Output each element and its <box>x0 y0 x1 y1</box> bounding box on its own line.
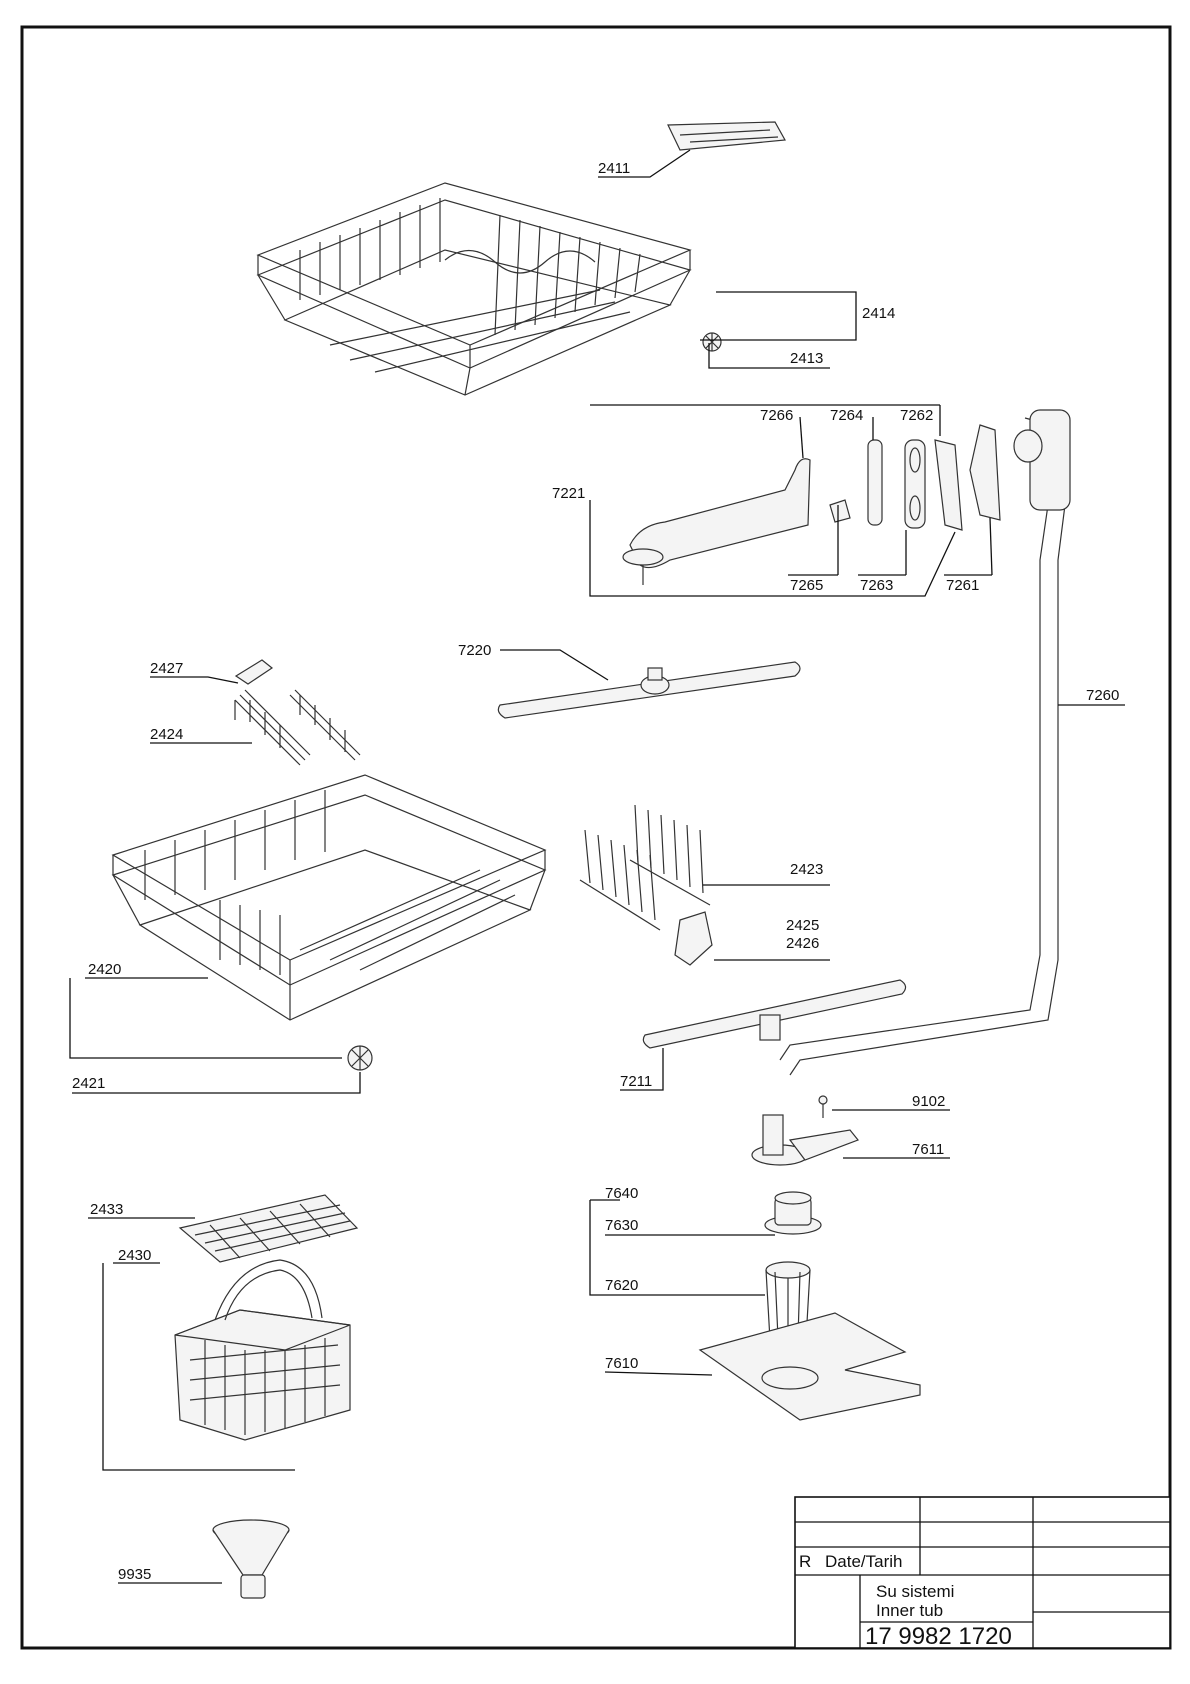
label-7260: 7260 <box>1086 687 1119 704</box>
part-2425-2426-clip <box>674 911 713 966</box>
drawing-number: 17 9982 1720 <box>865 1623 1012 1650</box>
part-7211-spray-arm <box>642 979 907 1049</box>
leader-lines <box>69 149 1125 1584</box>
label-7262: 7262 <box>900 407 933 424</box>
label-2411: 2411 <box>598 160 630 177</box>
part-2424-tine-rows <box>234 689 361 766</box>
part-2411-illustration <box>667 121 786 151</box>
upper-spray-arm-illustration <box>622 424 1001 585</box>
drawing-border <box>20 25 1172 1650</box>
part-2433-basket-lid <box>178 1194 359 1263</box>
label-9102: 9102 <box>912 1093 945 1110</box>
part-7611-sump <box>751 1114 859 1166</box>
label-2420: 2420 <box>88 961 121 978</box>
label-2423: 2423 <box>790 861 823 878</box>
label-7265: 7265 <box>790 577 823 594</box>
label-2414: 2414 <box>862 305 895 322</box>
part-number-labels: 2411 2414 2413 7266 7264 7262 7221 7265 … <box>72 160 1119 1583</box>
title-english: Inner tub <box>876 1601 943 1620</box>
label-9935: 9935 <box>118 1566 151 1583</box>
title-block: R Date/Tarih Su sistemi Inner tub 17 998… <box>794 1496 1171 1650</box>
part-2430-cutlery-basket <box>174 1259 351 1441</box>
part-2427-clip <box>234 659 274 685</box>
label-2413: 2413 <box>790 350 823 367</box>
label-2421: 2421 <box>72 1075 105 1092</box>
label-7211: 7211 <box>620 1073 652 1090</box>
part-7610-filter-plate <box>698 1312 921 1421</box>
label-7640: 7640 <box>605 1185 638 1202</box>
part-2423-tine-racks <box>579 804 711 931</box>
part-2421-wheel <box>347 1045 373 1071</box>
label-2427: 2427 <box>150 660 183 677</box>
label-7630: 7630 <box>605 1217 638 1234</box>
revision-label: R <box>799 1552 811 1571</box>
part-9102-screw <box>818 1095 828 1118</box>
label-7620: 7620 <box>605 1277 638 1294</box>
label-7221: 7221 <box>552 485 585 502</box>
date-label: Date/Tarih <box>825 1552 902 1571</box>
label-2430: 2430 <box>118 1247 151 1264</box>
label-7220: 7220 <box>458 642 491 659</box>
label-2424: 2424 <box>150 726 183 743</box>
title-turkish: Su sistemi <box>876 1582 954 1601</box>
label-2433: 2433 <box>90 1201 123 1218</box>
part-7630-7640-filter-top <box>764 1191 822 1235</box>
label-7263: 7263 <box>860 577 893 594</box>
label-7610: 7610 <box>605 1355 638 1372</box>
label-7264: 7264 <box>830 407 863 424</box>
lower-basket-illustration <box>111 774 547 1021</box>
label-2425: 2425 <box>786 917 819 934</box>
part-7260-pipe <box>779 409 1071 1076</box>
part-7220-spray-arm <box>497 661 801 719</box>
label-7611: 7611 <box>912 1141 944 1158</box>
label-2426: 2426 <box>786 935 819 952</box>
upper-basket-illustration <box>256 182 692 396</box>
label-7261: 7261 <box>946 577 979 594</box>
part-2413-wheel <box>702 332 722 352</box>
part-9935-funnel <box>212 1519 290 1599</box>
label-7266: 7266 <box>760 407 793 424</box>
